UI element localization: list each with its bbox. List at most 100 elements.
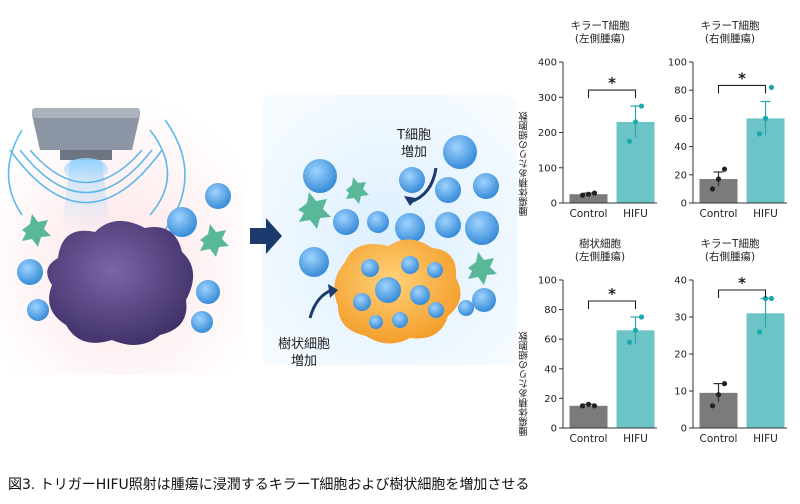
data-point [768,295,775,302]
data-point [626,138,633,144]
chart-title: キラーT細胞(右側腫瘍) [665,20,795,46]
y-tick-label: 100 [668,58,687,69]
label-line: 樹状細胞 [277,337,330,352]
left-immune-cells [17,183,231,333]
y-tick-label: 30 [674,313,687,324]
y-tick-label: 300 [538,93,557,104]
significance-bracket [717,289,767,298]
data-point [638,314,645,320]
y-tick-label: 0 [551,199,557,210]
chart-title: 樹状細胞(左側腫瘍) [535,238,665,264]
data-point [591,190,598,196]
chart-title-line: (右側腫瘍) [704,33,756,45]
chart-title-line: (左側腫瘍) [574,251,626,263]
x-tick-label: Control [700,433,738,445]
x-tick-label: HIFU [753,208,778,220]
chart-title-line: 樹状細胞 [579,238,621,250]
data-point [715,176,722,182]
chart-title: キラーT細胞(右側腫瘍) [665,238,795,264]
data-point [626,339,633,345]
data-point [585,401,592,407]
y-tick-label: 80 [544,305,557,316]
y-tick-label: 40 [674,276,687,287]
data-point [632,327,639,333]
y-tick-label: 400 [538,58,557,69]
label-line: 増加 [290,354,317,369]
significance-bracket [587,300,637,309]
significance-label: * [608,74,616,92]
data-point [709,186,716,192]
y-tick-label: 200 [538,128,557,139]
bar-control [569,405,608,428]
dendritic-increase-label: 樹状細胞 増加 [272,336,336,370]
chart-title-line: キラーT細胞 [700,238,760,250]
y-tick-label: 20 [674,170,687,181]
bar-hifu [616,330,655,428]
data-point [721,381,728,387]
data-point [579,192,586,198]
arrow-icon [250,218,282,254]
data-point [715,392,722,398]
hifu-transducer [32,108,140,230]
data-point [585,191,592,197]
x-tick-label: Control [700,208,738,220]
significance-bracket [587,89,637,99]
chart-title: キラーT細胞(左側腫瘍) [535,20,665,46]
significance-label: * [738,274,746,292]
label-line: T細胞 [397,128,431,143]
data-point [762,295,769,302]
chart-title-line: (左側腫瘍) [574,33,626,45]
bar-hifu [746,313,785,428]
chart-title-line: (右側腫瘍) [704,251,756,263]
significance-label: * [738,69,746,87]
y-tick-label: 10 [674,387,687,398]
x-tick-label: HIFU [753,433,778,445]
y-tick-label: 0 [681,199,687,210]
x-tick-label: Control [570,433,608,445]
illustration [0,95,517,375]
y-axis-label-top: 腫瘍体積あたりの細胞数 [519,111,530,217]
significance-bracket [717,84,767,94]
y-tick-label: 60 [674,114,687,125]
right-immune-cells [298,135,499,316]
arrowhead-icon [404,196,416,206]
tumor-purple [47,220,194,345]
x-tick-label: Control [570,208,608,220]
x-tick-label: HIFU [623,433,648,445]
y-tick-label: 0 [551,424,557,435]
y-tick-label: 100 [538,163,557,174]
y-tick-label: 80 [674,86,687,97]
chart-title-line: キラーT細胞 [570,20,630,32]
significance-label: * [608,285,616,303]
figure-caption: 図3. トリガーHIFU照射は腫瘍に浸潤するキラーT細胞および樹状細胞を増加させ… [8,477,530,493]
y-tick-label: 20 [674,350,687,361]
chart-title-line: キラーT細胞 [700,20,760,32]
y-tick-label: 100 [538,276,557,287]
y-tick-label: 20 [544,394,557,405]
data-point [762,115,769,121]
data-point [756,131,763,137]
infiltrated-cells [353,256,444,329]
data-point [579,403,586,409]
y-tick-label: 60 [544,335,557,346]
label-line: 増加 [400,145,427,160]
data-point [638,103,645,109]
data-point [632,119,639,125]
x-tick-label: HIFU [623,208,648,220]
arrowhead-icon [328,284,338,298]
data-point [768,84,775,90]
y-tick-label: 40 [674,142,687,153]
data-point [721,166,728,172]
data-point [756,329,763,335]
data-point [709,403,716,409]
y-tick-label: 0 [681,424,687,435]
t-cell-increase-label: T細胞 増加 [384,127,444,161]
y-tick-label: 40 [544,364,557,375]
